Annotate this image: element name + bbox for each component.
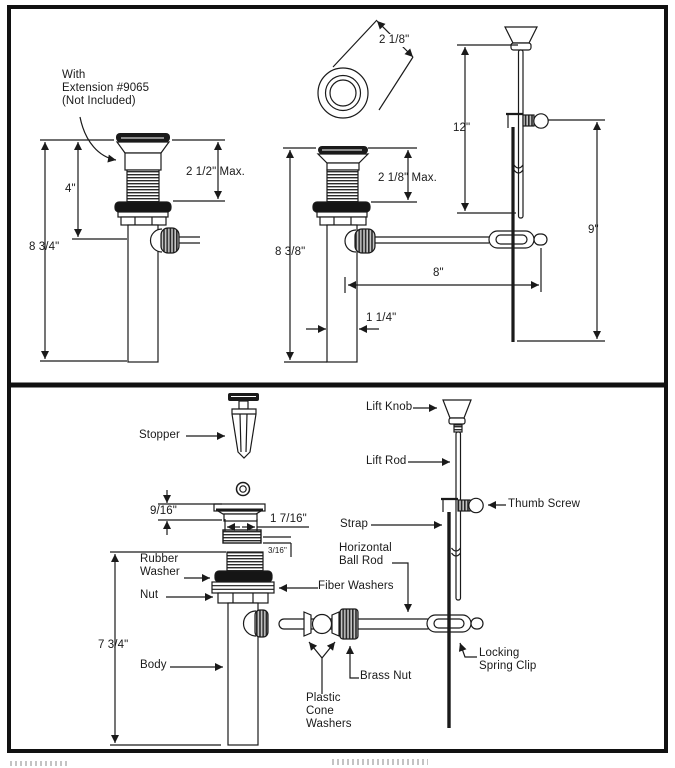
dim-8-3-4: 8 3/4" [29,241,60,253]
dim-7-3-4: 7 3/4" [98,639,129,651]
dim-2-1-2-max: 2 1/2" Max. [186,166,245,178]
dim-8-3-8: 8 3/8" [275,246,306,258]
drain-side-view-standard [283,146,548,363]
dim-9-16: 9/16" [150,505,177,517]
dim-2-1-8-diameter: 2 1/8" [377,34,412,47]
dim-8in: 8" [433,267,444,279]
label-body: Body [140,659,167,671]
label-rubber-washer: Rubber Washer [140,553,180,578]
dim-2-1-8-max: 2 1/8" Max. [378,172,437,184]
dim-1-7-16: 1 7/16" [270,513,307,525]
label-brass-nut: Brass Nut [360,670,412,682]
footer-microtext-left [10,761,68,766]
label-lift-rod: Lift Rod [366,455,407,467]
label-locking-spring-clip: Locking Spring Clip [479,647,537,672]
label-stopper: Stopper [139,429,180,441]
exploded-parts-diagram [110,393,506,746]
label-fiber-washers: Fiber Washers [318,580,394,592]
lift-rod-assembly-dimensioned [457,26,605,342]
page-frame [7,5,668,753]
label-horizontal-ball-rod: Horizontal Ball Rod [339,542,392,567]
dim-3-16: 3/16" [268,546,287,555]
label-plastic-cone-washers: Plastic Cone Washers [306,692,352,730]
label-strap: Strap [340,518,368,530]
dim-1-1-4: 1 1/4" [366,312,397,324]
drain-side-view-with-extension [40,116,225,363]
label-nut: Nut [140,589,159,601]
extension-note: With Extension #9065 (Not Included) [62,69,150,107]
dim-4in: 4" [65,183,76,195]
label-thumb-screw: Thumb Screw [508,498,581,510]
footer-microtext-center [332,759,428,765]
dim-9in: 9" [588,224,599,236]
dim-12in: 12" [453,122,471,134]
label-lift-knob: Lift Knob [366,401,413,413]
